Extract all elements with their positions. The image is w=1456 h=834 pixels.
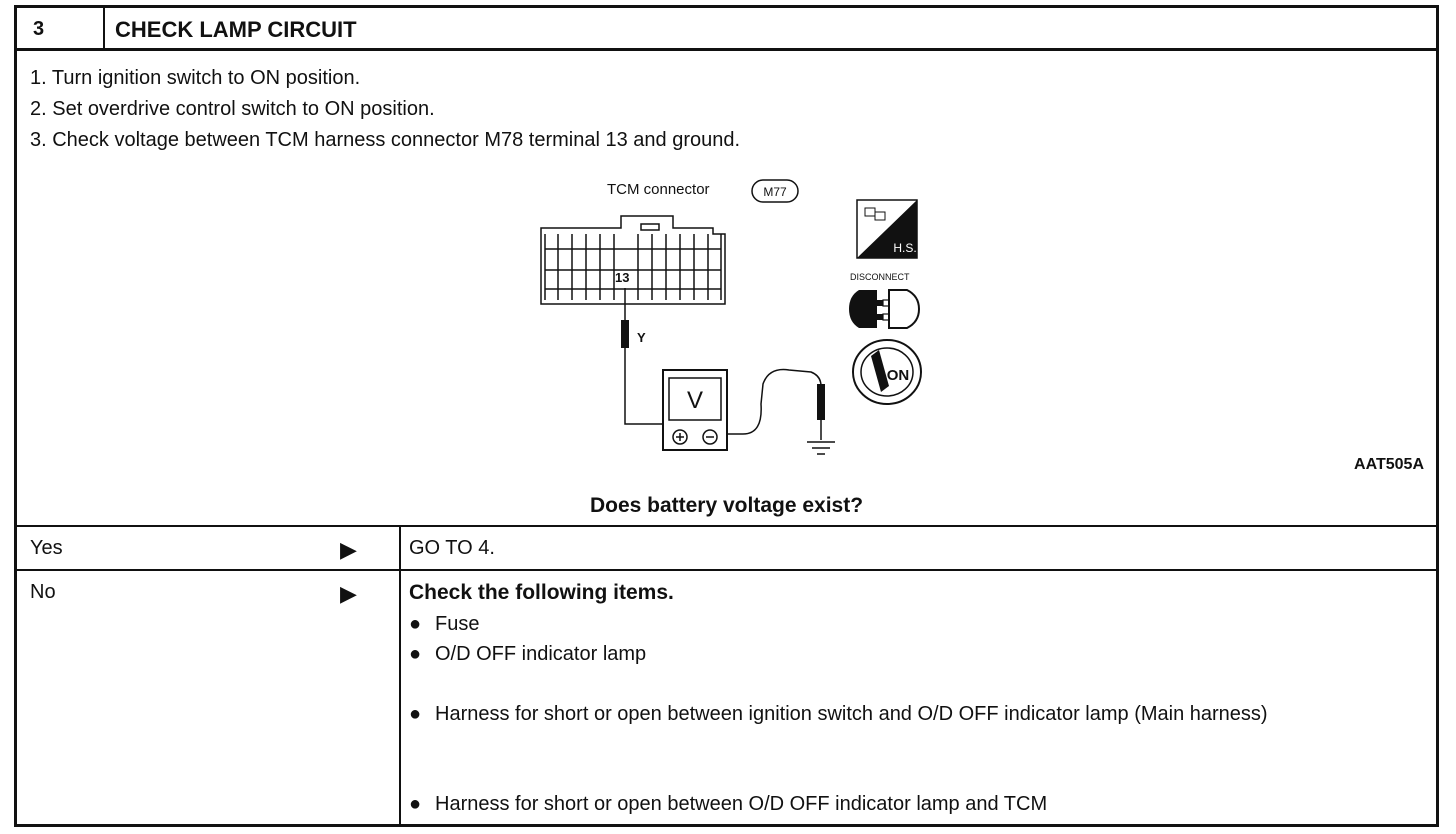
connector-diagram: TCM connector M77 13: [540, 179, 922, 455]
wire-color-label: Y: [637, 330, 646, 345]
step-title: CHECK LAMP CIRCUIT: [105, 8, 1436, 51]
check-item-text: O/D OFF indicator lamp: [435, 643, 647, 665]
check-item: ● Harness for short or open between O/D …: [409, 789, 1419, 819]
step-number: 3: [17, 8, 105, 51]
bullet-icon: ●: [409, 703, 422, 725]
probe-positive: [621, 320, 629, 348]
check-item: ● O/D OFF indicator lamp: [409, 639, 1419, 669]
test-lead-wires: [624, 288, 822, 440]
voltmeter: V: [662, 369, 728, 451]
check-item: ● Fuse: [409, 609, 1419, 639]
instruction-step: 2. Set overdrive control switch to ON po…: [30, 98, 435, 120]
check-item-text: Harness for short or open between O/D OF…: [435, 793, 1048, 815]
meter-symbol: V: [687, 387, 703, 414]
probe-negative: [817, 384, 825, 420]
connector-id: M77: [763, 185, 787, 199]
column-divider: [399, 525, 401, 824]
figure-id: AAT505A: [1354, 456, 1424, 473]
bullet-icon: ●: [409, 613, 422, 635]
disconnect-label: DISCONNECT: [850, 272, 910, 282]
check-item-text: Fuse: [435, 613, 480, 635]
check-items-heading: Check the following items.: [409, 581, 674, 604]
instruction-step: 3. Check voltage between TCM harness con…: [30, 129, 741, 151]
diagnostic-question: Does battery voltage exist?: [589, 494, 864, 517]
hs-label: H.S.: [893, 241, 916, 255]
divider: [17, 525, 1436, 527]
ignition-key-icon: ON: [852, 339, 922, 405]
check-item-text: Harness for short or open between igniti…: [435, 703, 1268, 725]
instruction-list: 1. Turn ignition switch to ON position. …: [30, 63, 740, 156]
divider: [17, 569, 1436, 571]
answer-yes-result: GO TO 4.: [409, 537, 495, 559]
ground-icon: [807, 441, 835, 455]
no-arrow-icon: ▶: [340, 581, 357, 606]
key-on-label: ON: [887, 367, 910, 384]
connector-body: [540, 215, 726, 305]
bullet-icon: ●: [409, 793, 422, 815]
terminal-number: 13: [615, 270, 629, 285]
procedure-frame: 3 CHECK LAMP CIRCUIT 1. Turn ignition sw…: [14, 5, 1439, 827]
connector-label: TCM connector: [607, 181, 710, 198]
disconnect-icon: [849, 289, 921, 329]
answer-no-label: No: [30, 581, 56, 603]
check-item: ● Harness for short or open between igni…: [409, 699, 1419, 729]
harness-sheet-icon: H.S.: [856, 199, 918, 259]
answer-yes-label: Yes: [30, 537, 63, 559]
bullet-icon: ●: [409, 643, 422, 665]
connector-id-badge: [751, 179, 799, 203]
yes-arrow-icon: ▶: [340, 537, 357, 562]
instruction-step: 1. Turn ignition switch to ON position.: [30, 67, 361, 89]
